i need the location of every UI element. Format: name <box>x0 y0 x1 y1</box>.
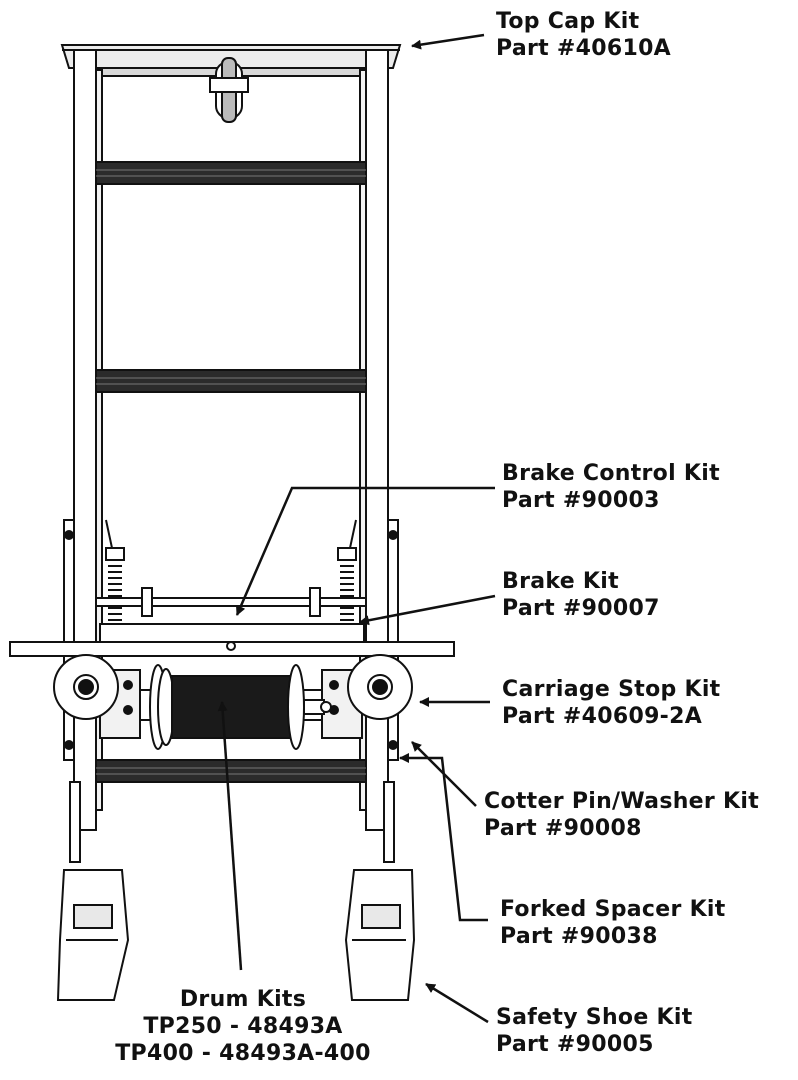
top-cap-name: Top Cap Kit <box>496 9 640 34</box>
carriage-stop-part: Part #40609-2A <box>502 704 703 729</box>
carriage-stop-label: Carriage Stop Kit Part #40609-2A <box>502 676 721 730</box>
forked-spacer-name: Forked Spacer Kit <box>500 897 726 922</box>
cotter-pin-label: Cotter Pin/Washer Kit Part #90008 <box>484 788 759 842</box>
safety-shoe-part: Part #90005 <box>496 1032 654 1057</box>
brake-control-part: Part #90003 <box>502 488 660 513</box>
right-brake-spring <box>337 519 357 627</box>
left-lower-plate <box>69 781 81 863</box>
brake-kit-part: Part #90007 <box>502 596 660 621</box>
winch-drum <box>139 664 332 750</box>
top-pulley <box>209 57 249 123</box>
brake-control-name: Brake Control Kit <box>502 461 720 486</box>
top-cap-leader <box>411 33 485 50</box>
brake-kit-leader <box>359 594 496 626</box>
brake-control-leader <box>235 486 495 616</box>
right-carriage-wheel <box>347 654 413 720</box>
top-cap-label: Top Cap Kit Part #40610A <box>496 8 671 62</box>
brake-kit-label: Brake Kit Part #90007 <box>502 568 660 622</box>
carriage-bar <box>9 623 455 657</box>
right-lower-plate <box>383 781 395 863</box>
brake-kit-name: Brake Kit <box>502 569 619 594</box>
safety-shoe-leader <box>425 982 489 1024</box>
cross-bar-middle <box>95 369 367 393</box>
forked-spacer-leader <box>399 753 488 922</box>
carriage-stop-name: Carriage Stop Kit <box>502 677 721 702</box>
top-cap-part: Part #40610A <box>496 36 672 61</box>
safety-shoe-label: Safety Shoe Kit Part #90005 <box>496 1004 693 1058</box>
cotter-pin-part: Part #90008 <box>484 816 642 841</box>
forked-spacer-label: Forked Spacer Kit Part #90038 <box>500 896 726 950</box>
drum-kits-name: Drum Kits <box>179 987 307 1012</box>
right-safety-shoe <box>344 869 416 1001</box>
right-side-bracket <box>387 519 399 761</box>
brake-rod <box>95 587 367 617</box>
drum-leader <box>217 701 243 971</box>
drum-kits-tp400: TP400 - 48493A-400 <box>115 1041 371 1066</box>
cross-bar-lower <box>95 759 367 783</box>
cross-bar-upper <box>95 161 367 185</box>
left-brake-spring <box>105 519 125 627</box>
left-safety-shoe <box>56 869 130 1001</box>
drum-kits-tp250: TP250 - 48493A <box>143 1014 343 1039</box>
forked-spacer-part: Part #90038 <box>500 924 658 949</box>
cotter-pin-name: Cotter Pin/Washer Kit <box>484 789 760 814</box>
left-carriage-wheel <box>53 654 119 720</box>
safety-shoe-name: Safety Shoe Kit <box>496 1005 693 1030</box>
brake-control-label: Brake Control Kit Part #90003 <box>502 460 720 514</box>
right-upright <box>359 49 389 831</box>
drum-kits-label: Drum Kits TP250 - 48493A TP400 - 48493A-… <box>100 986 386 1067</box>
left-side-bracket <box>63 519 75 761</box>
